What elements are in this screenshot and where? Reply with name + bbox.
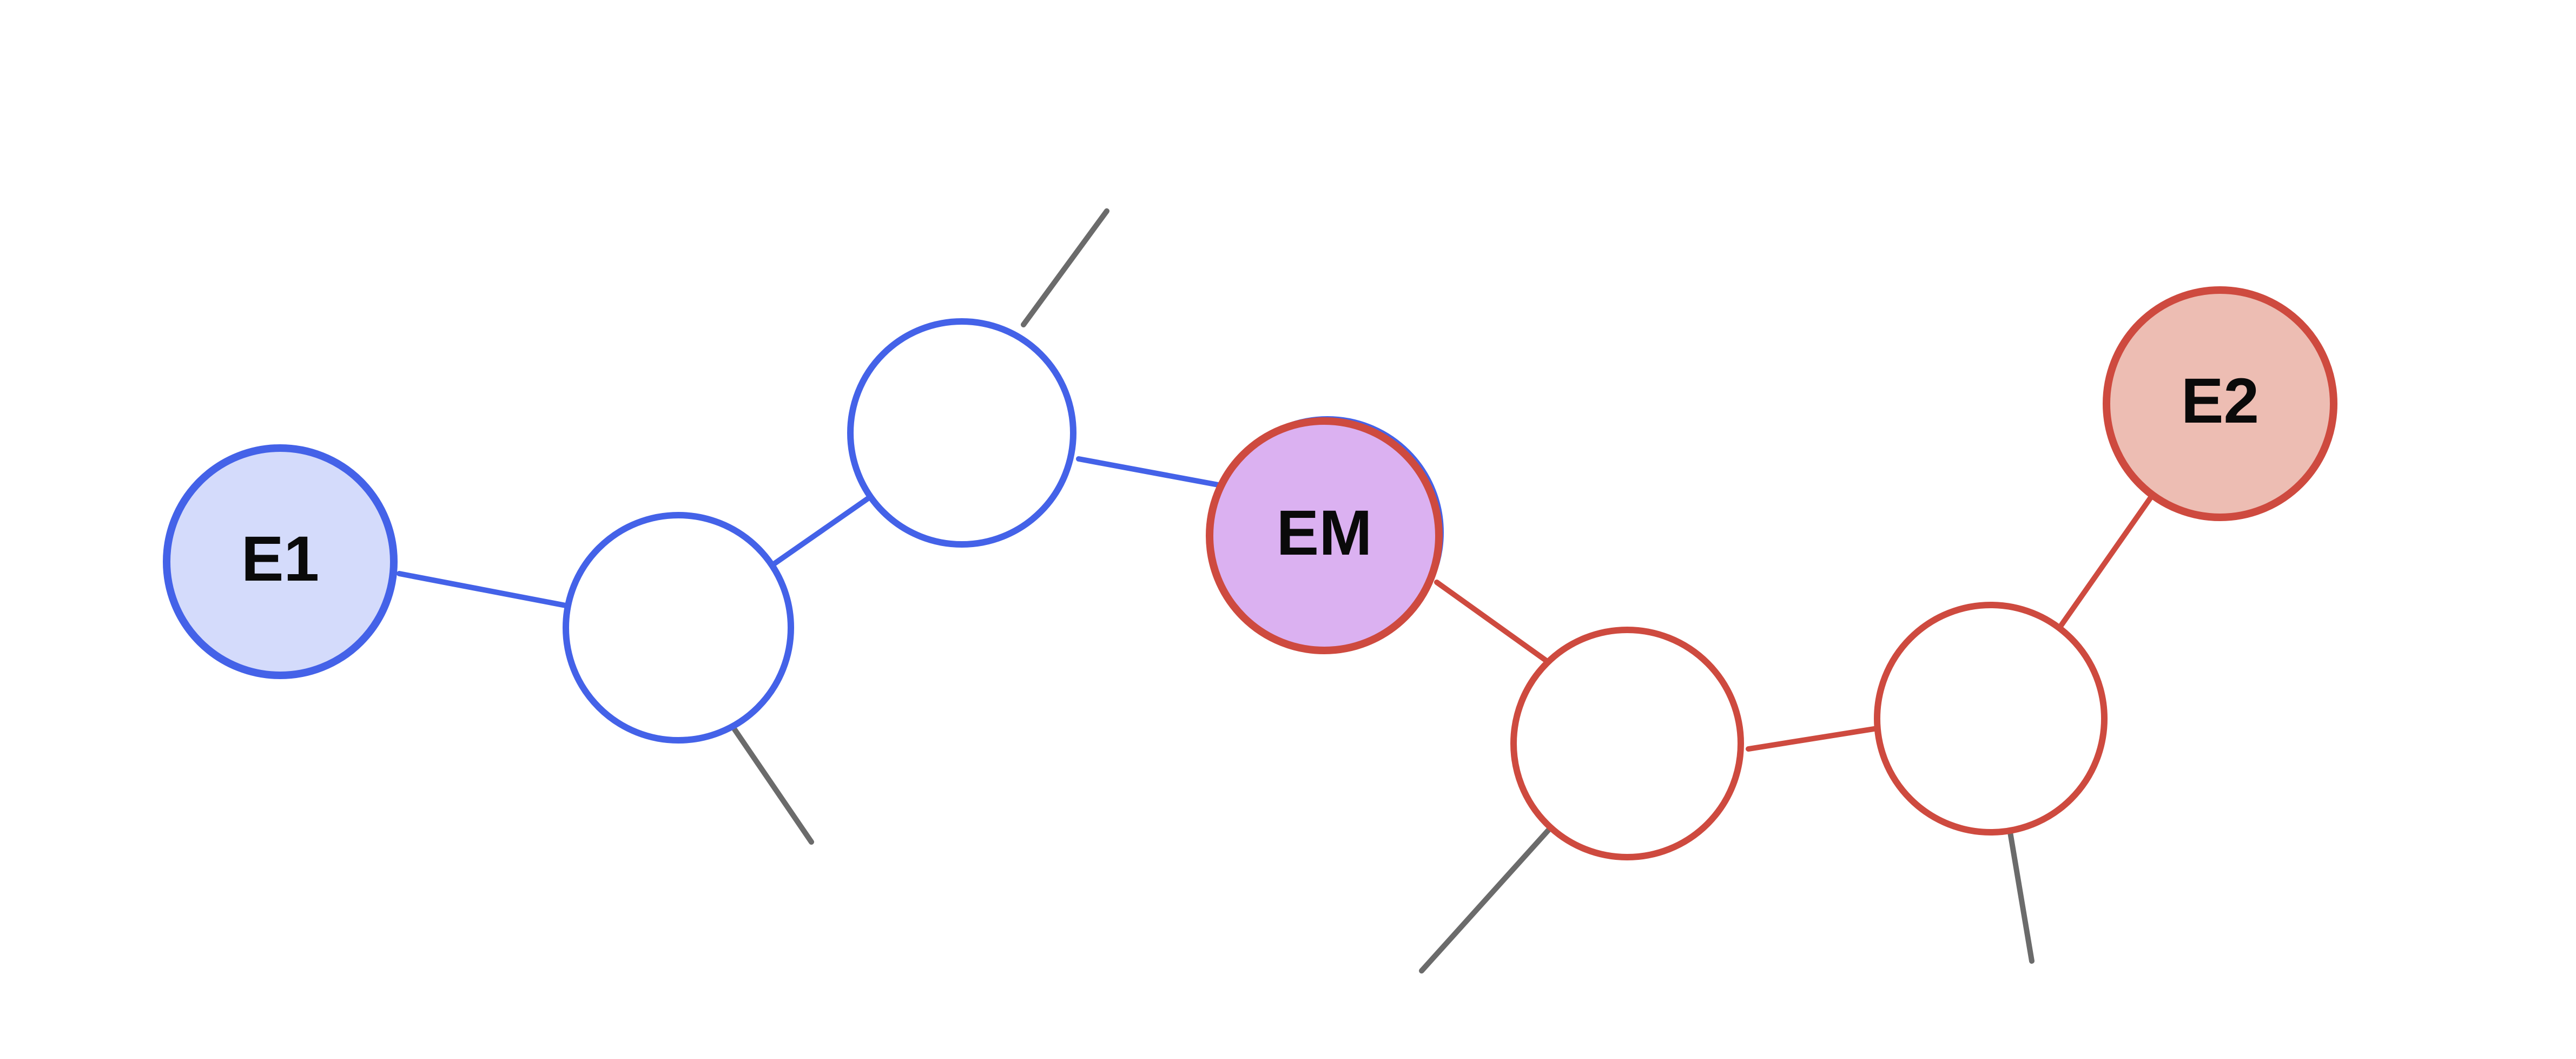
stub-r2 <box>2007 830 2035 964</box>
node-r2 <box>1874 602 2108 836</box>
edge-b1-b2 <box>770 485 886 568</box>
node-em-circle <box>1206 417 1443 654</box>
node-b2 <box>847 318 1076 548</box>
node-r1-circle <box>1510 627 1744 860</box>
node-em-label: EM <box>1277 497 1372 569</box>
node-e2-circle <box>2103 286 2337 521</box>
node-e2-label: E2 <box>2181 365 2259 437</box>
edge-b2-em <box>1076 456 1221 488</box>
node-r1 <box>1510 627 1744 860</box>
node-b1-circle <box>563 512 794 744</box>
node-e2: E2 <box>2103 286 2337 521</box>
edge-e1-b1 <box>397 571 583 611</box>
edge-r1-r2 <box>1746 726 1880 752</box>
node-b1 <box>563 512 794 744</box>
node-em: EM <box>1206 416 1444 654</box>
node-e1-label: E1 <box>241 523 319 595</box>
stub-b1 <box>732 727 814 845</box>
node-r2-circle <box>1874 602 2108 836</box>
edge-r2-e2 <box>2051 485 2160 639</box>
stub-r1 <box>1419 825 1553 974</box>
node-b2-circle <box>847 318 1076 548</box>
stub-b2 <box>1021 208 1109 327</box>
edge-em-r1 <box>1434 580 1550 664</box>
node-e1-circle <box>163 444 398 679</box>
node-e1: E1 <box>163 444 398 679</box>
